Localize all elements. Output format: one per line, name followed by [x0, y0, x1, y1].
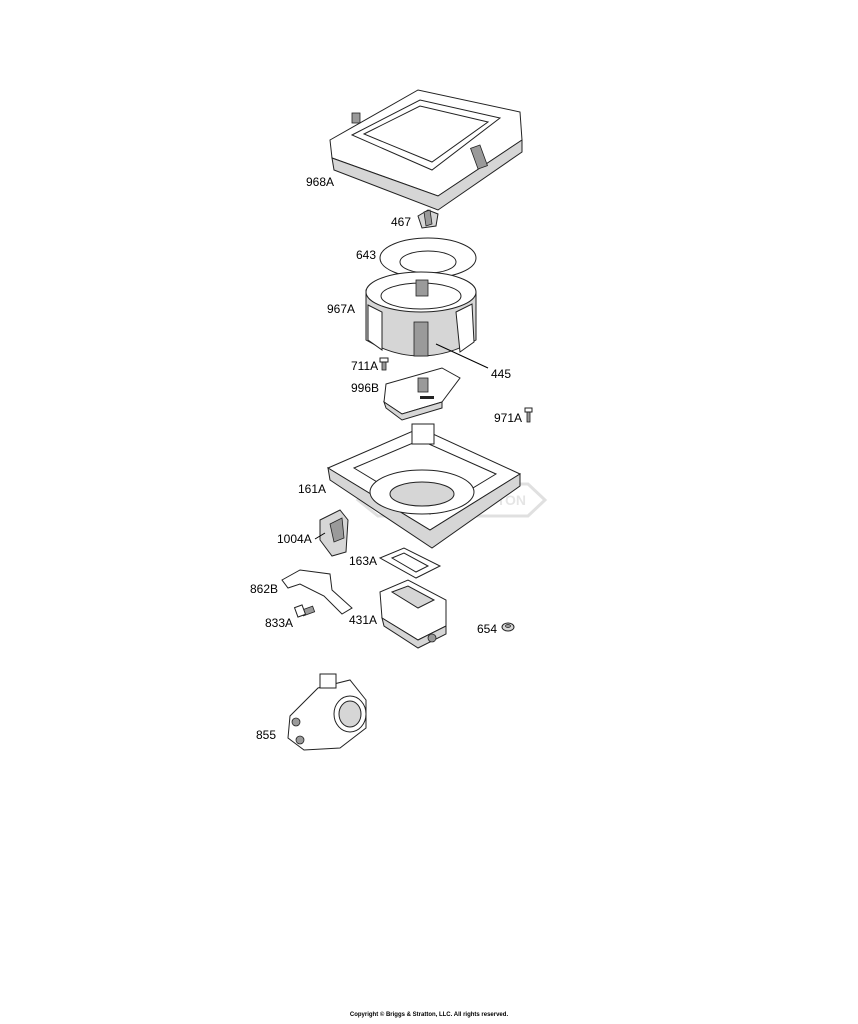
- label-833A: 833A: [265, 616, 293, 630]
- label-855: 855: [256, 728, 276, 742]
- part-996B-plate: [383, 367, 461, 421]
- part-467-wing-nut: [417, 209, 439, 229]
- label-431A: 431A: [349, 613, 377, 627]
- label-1004A: 1004A: [277, 532, 312, 546]
- leader-lines: [314, 343, 489, 540]
- part-163A-gasket: [378, 547, 442, 579]
- leader-1004A: [314, 532, 326, 540]
- part-labels: 968A 467 643 967A 445 711A 996B 971A 161…: [250, 175, 522, 742]
- part-971A-bolt: [524, 407, 533, 423]
- label-862B: 862B: [250, 582, 278, 596]
- part-711A-screw: [379, 357, 389, 371]
- part-967A-precleaner: [365, 271, 477, 357]
- part-1004A-elbow: [319, 509, 349, 557]
- label-996B: 996B: [351, 381, 379, 395]
- label-654: 654: [477, 622, 497, 636]
- leader-445: [435, 343, 489, 369]
- copyright-footer: Copyright © Briggs & Stratton, LLC. All …: [349, 1012, 509, 1018]
- part-968A-cover: [329, 89, 523, 211]
- part-161A-base: [326, 423, 522, 549]
- part-431A-adapter: [379, 579, 447, 649]
- label-163A: 163A: [349, 554, 377, 568]
- part-855-body: [287, 673, 367, 751]
- label-971A: 971A: [494, 411, 522, 425]
- label-968A: 968A: [306, 175, 334, 189]
- label-643: 643: [356, 248, 376, 262]
- label-445: 445: [491, 367, 511, 381]
- part-654-nut: [501, 622, 515, 632]
- label-161A: 161A: [298, 482, 326, 496]
- label-967A: 967A: [327, 302, 355, 316]
- part-862B-bracket: [281, 569, 353, 615]
- label-711A: 711A: [351, 359, 378, 373]
- label-467: 467: [391, 215, 411, 229]
- part-833A-screw: [293, 604, 316, 618]
